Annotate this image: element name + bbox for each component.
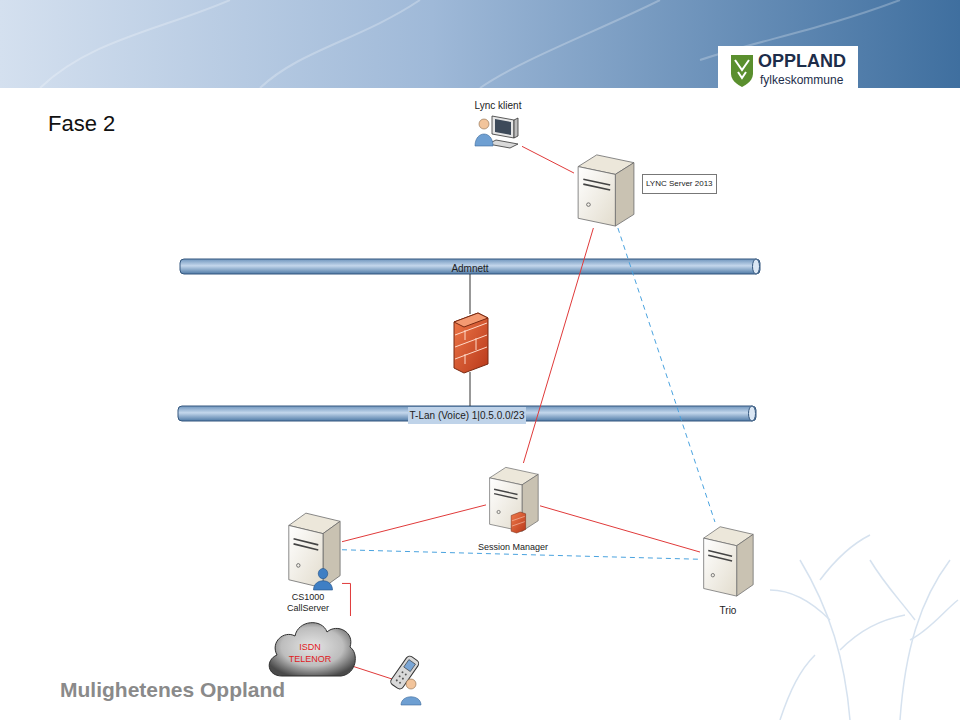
server-node: Session Manager [486, 463, 540, 533]
network-cloud: ISDN TELENOR [264, 616, 358, 684]
label-holder: Lync klient [458, 95, 538, 113]
network-band: Admnett [180, 258, 760, 275]
logo-subtitle: fylkeskommune [760, 73, 843, 87]
server-icon [486, 463, 540, 533]
logo-shield [731, 55, 753, 87]
network-link [540, 506, 700, 552]
node-label: CS1000 CallServer [278, 592, 338, 614]
label-holder: CS1000 CallServer [278, 592, 338, 615]
label-holder: ISDN TELENOR [283, 641, 337, 666]
label-holder: Session Manager [460, 536, 566, 554]
server-icon [285, 508, 342, 590]
mobile-phone-user [389, 655, 421, 705]
node-label: ISDN TELENOR [283, 641, 337, 665]
label-holder: LYNC Server 2013 [642, 172, 717, 194]
network-link [523, 228, 593, 463]
network-link [342, 505, 486, 542]
node-label: Session Manager [478, 542, 548, 553]
node-label: Trio [720, 604, 737, 617]
server-node: LYNC Server 2013 [574, 150, 636, 228]
logo-emblem [735, 60, 749, 78]
computer-icon [474, 112, 522, 156]
tree-decoration [770, 535, 958, 720]
slide-title: Fase 2 [48, 111, 115, 137]
firewall-symbol [454, 313, 488, 373]
label-holder: Trio [688, 600, 768, 618]
node-label: Admnett [451, 260, 488, 277]
server-node: Trio [700, 522, 755, 598]
logo-wordmark: OPPLAND [758, 51, 846, 72]
node-label: T-Lan (Voice) 1|0.5.0.0/23 [408, 407, 527, 424]
phone-wire [352, 666, 392, 679]
network-link [522, 146, 574, 173]
network-band: T-Lan (Voice) 1|0.5.0.0/23 [178, 405, 756, 422]
server-icon [574, 150, 636, 228]
server-icon [700, 522, 755, 598]
label-holder: T-Lan (Voice) 1|0.5.0.0/23 [178, 405, 756, 424]
footer-slogan: Mulighetenes Oppland [60, 678, 285, 702]
network-link [342, 583, 350, 616]
client-computer: Lync klient [474, 112, 522, 156]
label-holder: Admnett [180, 258, 760, 277]
banner-pattern [40, 0, 900, 88]
firewall-wire [470, 372, 471, 406]
logo-panel [718, 46, 858, 96]
header-banner [0, 0, 960, 88]
network-link [618, 228, 715, 522]
node-label: LYNC Server 2013 [642, 174, 717, 194]
server-node: CS1000 CallServer [285, 508, 342, 590]
firewall-wire [470, 274, 471, 314]
node-label: Lync klient [475, 99, 522, 112]
